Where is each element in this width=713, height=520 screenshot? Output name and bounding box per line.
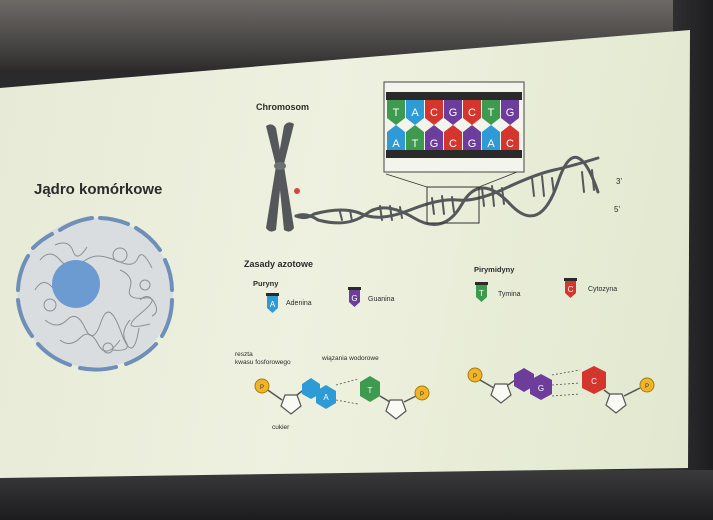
svg-text:G: G [538, 384, 544, 393]
adenine-letter: A [270, 300, 276, 309]
bases-title: Zasady azotowe [244, 259, 313, 269]
purines-title: Puryny [253, 279, 279, 288]
sugar-label: cukier [272, 424, 290, 431]
svg-text:P: P [420, 392, 424, 398]
strip-bottom-letter: C [506, 138, 514, 150]
dna-helix [294, 156, 600, 226]
adenine-ring-small [302, 378, 320, 399]
adenine-ring [316, 385, 336, 409]
strip-bottom-letter: A [487, 138, 495, 150]
svg-text:T: T [368, 386, 373, 395]
strip-bottom-cell [501, 125, 519, 150]
phosphate-label-line2: kwasu fosforowego [235, 359, 291, 366]
svg-text:A: A [323, 393, 329, 402]
svg-text:P: P [473, 374, 477, 380]
strip-top-letter: A [411, 107, 419, 119]
phosphate-left [254, 378, 270, 394]
pyrimidines-title: Pirymidyny [474, 265, 515, 274]
strip-bottom-cell [444, 125, 462, 150]
strip-top-letter: T [393, 107, 400, 119]
svg-text:C: C [591, 377, 597, 386]
thymine-letter: T [479, 289, 484, 298]
strip-top-letter: G [506, 107, 515, 119]
guanine-ring [530, 374, 552, 400]
thymine-ring [360, 376, 380, 402]
guanine-ring-small [514, 368, 534, 392]
strip-top-cell [387, 100, 405, 125]
floor [0, 470, 713, 520]
nucleus-diagram [16, 216, 174, 372]
guanine-tag: G [348, 287, 361, 307]
guanine-label: Guanina [368, 296, 395, 303]
cytosine-tag: C [564, 278, 577, 298]
strip-bottom-letter: G [430, 138, 439, 150]
chromosome [266, 122, 300, 232]
nuclear-envelope [16, 216, 174, 372]
phosphate-label-line1: reszta [235, 351, 253, 358]
strip-top-cell [463, 100, 481, 125]
strip-bottom-letter: T [412, 138, 419, 150]
cytosine-label: Cytozyna [588, 286, 617, 293]
adenine-tag: A [266, 293, 279, 313]
strip-top-cell [425, 100, 443, 125]
strip-bottom-cell [387, 125, 405, 150]
phosphate-left-gc [467, 367, 483, 383]
thymine-tag: T [475, 282, 488, 302]
strand-3-label: 3' [616, 177, 622, 186]
strip-top-cell [406, 100, 424, 125]
strip-bottom-cell [425, 125, 443, 150]
nucleus-title: Jądro komórkowe [34, 181, 162, 198]
zoom-box [426, 186, 480, 224]
strip-bottom-cell [482, 125, 500, 150]
svg-text:P: P [645, 384, 649, 390]
nucleolus [52, 260, 100, 308]
strip-top-letter: T [488, 107, 495, 119]
strip-bottom-letter: G [468, 138, 477, 150]
hbond-label: wiązania wodorowe [321, 355, 379, 362]
chromosome-label: Chromosom [256, 102, 309, 112]
strip-top-letter: C [430, 107, 438, 119]
strip-bottom-cell [463, 125, 481, 150]
svg-text:P: P [260, 385, 264, 391]
gc-pair: P G C P [467, 366, 655, 414]
at-pair: P A T P [254, 376, 430, 420]
strip-bottom-letter: A [392, 138, 400, 150]
strip-top-letter: C [468, 107, 476, 119]
sugar-left [280, 394, 302, 415]
strand-5-label: 5' [614, 205, 620, 214]
strip-top-cell [501, 100, 519, 125]
chromosome-marker [294, 188, 300, 194]
phosphate-right-gc [639, 377, 655, 393]
guanine-letter: G [351, 294, 357, 303]
strip-top-cell [482, 100, 500, 125]
cytosine-letter: C [568, 285, 574, 294]
cytosine-ring [582, 366, 606, 394]
phosphate-right [414, 385, 430, 401]
strip-bottom-cell [406, 125, 424, 150]
strip-top-letter: G [449, 107, 458, 119]
adenine-label: Adenina [286, 300, 312, 307]
thymine-label: Tymina [498, 291, 521, 298]
sugar-right [385, 399, 407, 420]
strip-bottom-letter: C [449, 138, 457, 150]
strip-top-cell [444, 100, 462, 125]
